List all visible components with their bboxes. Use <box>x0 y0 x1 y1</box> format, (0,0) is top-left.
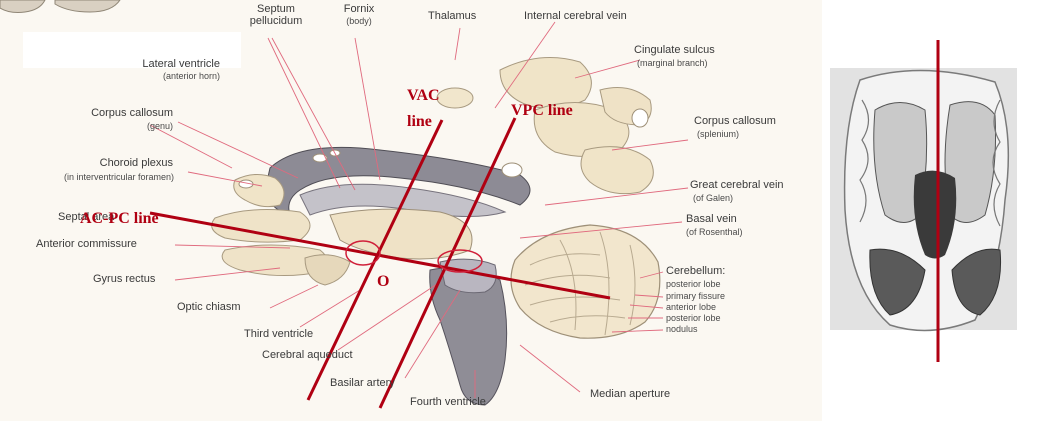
label-posterior-lobe-1: posterior lobe <box>666 280 721 289</box>
label-splenium: (splenium) <box>697 130 739 139</box>
label-ac-pc-line: AC-PC line <box>80 210 159 227</box>
label-fornix-body: (body) <box>336 17 382 26</box>
cortex-fold <box>502 163 522 177</box>
label-corpus-callosum-splenium: Corpus callosum <box>694 116 776 127</box>
label-fourth-ventricle: Fourth ventricle <box>410 397 486 408</box>
label-septum: Septum <box>246 4 306 15</box>
label-origin-o: O <box>377 273 389 290</box>
label-internal-cerebral-vein: Internal cerebral vein <box>524 11 627 22</box>
label-choroid-plexus: Choroid plexus <box>40 158 173 169</box>
label-lateral-ventricle: Lateral ventricle <box>60 59 220 70</box>
label-gyrus-rectus: Gyrus rectus <box>93 274 155 285</box>
label-third-ventricle: Third ventricle <box>244 329 313 340</box>
label-vpc-line: VPC line <box>511 102 573 119</box>
label-cingulate-marginal: (marginal branch) <box>637 59 708 68</box>
label-cerebral-aqueduct: Cerebral aqueduct <box>262 350 353 361</box>
label-vac-line: line <box>407 113 432 130</box>
label-fornix: Fornix <box>336 4 382 15</box>
label-anterior-lobe: anterior lobe <box>666 303 716 312</box>
label-of-galen: (of Galen) <box>693 194 733 203</box>
label-genu: (genu) <box>40 122 173 131</box>
label-primary-fissure: primary fissure <box>666 292 725 301</box>
label-great-cerebral-vein: Great cerebral vein <box>690 180 784 191</box>
label-lateral-ventricle-sub: (anterior horn) <box>60 72 220 81</box>
label-optic-chiasm: Optic chiasm <box>177 302 241 313</box>
cortex-fold <box>437 88 473 108</box>
label-anterior-commissure: Anterior commissure <box>36 239 137 250</box>
label-pellucidum: pellucidum <box>240 16 312 27</box>
label-vac: VAC <box>407 87 440 104</box>
label-cerebellum: Cerebellum: <box>666 266 725 277</box>
label-basal-vein: Basal vein <box>686 214 737 225</box>
label-posterior-lobe-2: posterior lobe <box>666 314 721 323</box>
label-corpus-callosum-genu: Corpus callosum <box>40 108 173 119</box>
label-basilar-artery: Basilar artery <box>330 378 395 389</box>
cortex-fold <box>632 109 648 127</box>
label-nodulus: nodulus <box>666 325 698 334</box>
label-median-aperture: Median aperture <box>590 389 670 400</box>
label-choroid-plexus-sub: (in interventricular foramen) <box>4 173 174 182</box>
label-thalamus: Thalamus <box>428 11 476 22</box>
cortex-fold <box>313 154 327 162</box>
label-of-rosenthal: (of Rosenthal) <box>686 228 743 237</box>
label-cingulate-sulcus: Cingulate sulcus <box>634 45 715 56</box>
